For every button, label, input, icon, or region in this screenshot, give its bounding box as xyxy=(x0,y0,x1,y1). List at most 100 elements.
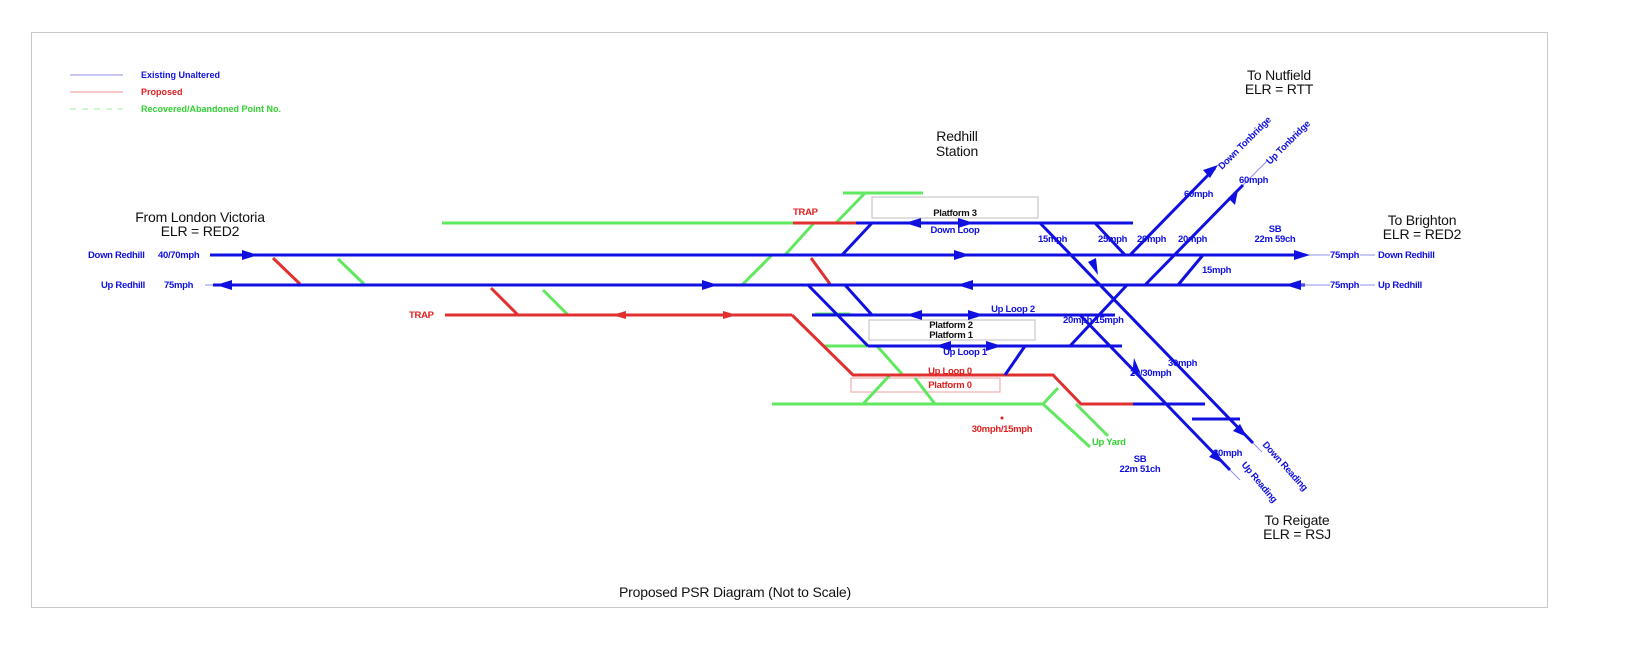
legend-label-recovered: Recovered/Abandoned Point No. xyxy=(141,104,281,114)
speed-30-15-red: 30mph/15mph xyxy=(972,424,1033,435)
speed-30-up-reading: 30mph xyxy=(1213,448,1243,459)
platform-0-label: Platform 0 xyxy=(928,380,971,391)
recovered-crossover xyxy=(875,345,904,375)
london-heading: From London Victoria xyxy=(135,209,265,225)
existing-tracks xyxy=(205,159,1375,481)
proposed-up-loop-0 xyxy=(790,313,1133,406)
proposed-tracks xyxy=(271,221,1133,406)
arrow-left-icon xyxy=(612,311,626,319)
up-yard-label: Up Yard xyxy=(1092,437,1126,448)
recovered-crossover xyxy=(336,257,366,286)
track-extension xyxy=(1252,442,1263,453)
arrow-right-icon xyxy=(958,218,974,228)
speed-15-down-loop: 15mph xyxy=(1038,234,1068,245)
recovered-crossover xyxy=(834,191,867,225)
platform-3-label: Platform 3 xyxy=(933,208,976,219)
arrow-right-icon xyxy=(968,310,984,320)
brighton-heading: To Brighton xyxy=(1388,212,1457,228)
speed-60-up-tonbridge: 60mph xyxy=(1239,175,1269,186)
nutfield-heading: To Nutfield xyxy=(1247,67,1311,83)
crossover-up-loop-0 xyxy=(1003,345,1027,376)
speed-20-a: 20mph xyxy=(1137,234,1167,245)
arrow-right-icon xyxy=(242,250,258,260)
recovered-crossover xyxy=(740,253,774,287)
legend-label-existing: Existing Unaltered xyxy=(141,70,220,80)
arrow-down-right-icon xyxy=(1088,258,1098,275)
track-down-tonbridge xyxy=(1128,166,1217,257)
trap-upper-label: TRAP xyxy=(793,207,819,218)
arrow-left-icon xyxy=(935,341,951,351)
recovered-crossover xyxy=(1041,386,1060,406)
speed-60-down-tonbridge: 60mph xyxy=(1184,189,1214,200)
platform-1-label: Platform 1 xyxy=(929,330,973,341)
track-up-tonbridge xyxy=(1143,183,1245,287)
signal-box-south-mileage: 22m 51ch xyxy=(1120,464,1161,475)
track-up-reading xyxy=(1078,313,1232,472)
down-loop-label: Down Loop xyxy=(930,225,980,236)
crossover-up-loop-1-east xyxy=(1068,283,1129,348)
arrow-right-icon xyxy=(723,311,737,319)
platform-3-box xyxy=(871,196,1039,219)
speed-marker-dot xyxy=(1000,416,1004,420)
speed-20-b: 20mph xyxy=(1178,234,1208,245)
diagram-title: Proposed PSR Diagram (Not to Scale) xyxy=(619,584,851,600)
recovered-crossover xyxy=(861,373,892,406)
diagram-frame xyxy=(31,32,1548,608)
arrow-left-icon xyxy=(1285,280,1301,290)
proposed-crossover xyxy=(489,286,520,317)
arrow-right-icon xyxy=(954,250,970,260)
speed-down-redhill-east: 75mph xyxy=(1330,250,1360,261)
label-up-redhill-east: Up Redhill xyxy=(1378,280,1422,291)
up-loop-0-label: Up Loop 0 xyxy=(928,366,972,377)
london-elr: ELR = RED2 xyxy=(161,223,240,239)
track-down-reading xyxy=(1038,221,1255,445)
speed-30-down-reading: 30mph xyxy=(1168,358,1198,369)
arrow-down-right-icon xyxy=(1233,424,1247,437)
arrow-right-icon xyxy=(702,280,718,290)
recovered-crossover xyxy=(783,221,816,257)
arrow-left-icon xyxy=(957,280,973,290)
label-up-reading: Up Reading xyxy=(1239,460,1280,506)
speed-up-redhill-east: 75mph xyxy=(1330,280,1360,291)
nutfield-elr: ELR = RTT xyxy=(1245,81,1314,97)
speed-15-up: 15mph xyxy=(1202,265,1232,276)
proposed-crossover xyxy=(809,257,832,285)
brighton-elr: ELR = RED2 xyxy=(1383,226,1462,242)
recovered-track-up-yard-2 xyxy=(1074,402,1110,438)
label-down-redhill-east: Down Redhill xyxy=(1378,250,1435,261)
label-down-redhill-west: Down Redhill xyxy=(88,250,145,261)
arrow-left-icon xyxy=(906,310,922,320)
legend-label-proposed: Proposed xyxy=(141,87,183,97)
arrow-down-left-icon xyxy=(1228,190,1238,205)
crossover-down-loop-west xyxy=(840,221,874,257)
platform-2-1-box xyxy=(868,319,1036,341)
signal-box-east-label: SB xyxy=(1269,224,1282,235)
speed-20-30: 20/30mph xyxy=(1130,368,1172,379)
track-extension xyxy=(1242,159,1269,186)
reigate-elr: ELR = RSJ xyxy=(1263,526,1331,542)
up-loop-2-label: Up Loop 2 xyxy=(991,304,1035,315)
arrow-up-right-icon xyxy=(1203,165,1218,178)
crossover-15mph xyxy=(1176,254,1205,286)
arrow-right-icon xyxy=(986,341,1002,351)
station-name-line2: Station xyxy=(936,143,978,159)
recovered-track-up-yard xyxy=(1041,402,1092,449)
arrow-up-left-icon xyxy=(1132,358,1140,375)
speed-25: 25mph xyxy=(1098,234,1128,245)
legend: Existing Unaltered Proposed Recovered/Ab… xyxy=(70,70,281,114)
crossover-up-loop-1-west xyxy=(806,283,870,348)
arrow-left-icon xyxy=(905,218,921,228)
label-up-redhill-west: Up Redhill xyxy=(101,280,145,291)
trap-lower-label: TRAP xyxy=(409,310,435,321)
signal-box-east-mileage: 22m 59ch xyxy=(1255,234,1296,245)
crossover-25mph xyxy=(1093,221,1127,257)
speed-up-redhill-west: 75mph xyxy=(164,280,194,291)
signal-box-south-label: SB xyxy=(1134,454,1147,465)
crossover-up-loop-2-west xyxy=(843,283,874,317)
platform-2-label: Platform 2 xyxy=(929,320,972,331)
arrow-right-icon xyxy=(1294,250,1310,260)
speed-down-redhill-west: 40/70mph xyxy=(158,250,200,261)
track-extension xyxy=(1229,469,1241,481)
label-up-tonbridge: Up Tonbridge xyxy=(1264,119,1312,167)
